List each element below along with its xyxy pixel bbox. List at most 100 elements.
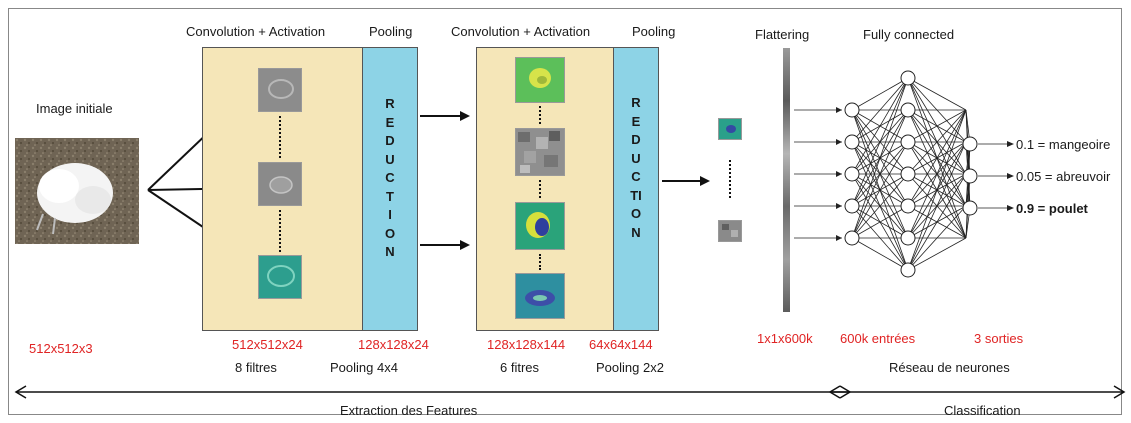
input-title: Image initiale <box>36 101 113 116</box>
stage2-conv-title: Convolution + Activation <box>451 24 591 39</box>
pooled-feature-map <box>718 220 742 242</box>
extraction-section-label: Extraction des Features <box>340 403 478 418</box>
stage2-letter: N <box>631 224 641 240</box>
stage1-letter: U <box>385 151 395 167</box>
stage1-letter: C <box>385 170 395 185</box>
fc-connection <box>851 77 909 111</box>
fc-connection <box>907 109 967 271</box>
input-dims: 512x512x3 <box>29 341 93 356</box>
fc-hidden-neuron <box>900 198 916 214</box>
fc-output-poulet: 0.9 = poulet <box>1016 201 1088 216</box>
fc-connection <box>851 173 909 239</box>
stage2-feature-map <box>515 202 565 250</box>
stage2-conv-dims: 128x128x144 <box>487 337 566 352</box>
stage1-conv-note: 8 filtres <box>235 360 277 375</box>
stage2-conv-note: 6 fitres <box>500 360 540 375</box>
fc-output-arrowhead <box>1007 141 1014 147</box>
fc-hidden-neuron <box>900 166 916 182</box>
fc-connection <box>907 141 967 271</box>
fc-hidden-neuron <box>900 70 916 86</box>
fc-input-arrowhead <box>836 203 842 209</box>
stage1-letter: O <box>384 225 396 241</box>
fc-connection <box>907 205 967 271</box>
fc-connection <box>907 109 967 175</box>
stage2-feature-map <box>515 273 565 319</box>
stage2-dots <box>539 180 541 198</box>
stage2-letter: U <box>631 150 641 166</box>
stage1-reduction-label: R E D U C T I O N <box>363 48 417 262</box>
fc-input-arrowhead <box>836 139 842 145</box>
fc-outputs-label: 3 sorties <box>974 331 1024 346</box>
flatten-vector <box>783 48 790 312</box>
stage1-feature-map <box>258 162 302 206</box>
stage1-conv-dims: 512x512x24 <box>232 337 303 352</box>
stage2-dots <box>539 106 541 124</box>
stage1-pool-box: R E D U C T I O N <box>362 47 418 331</box>
fc-output-arrowhead <box>1007 173 1014 179</box>
stage2-reduction-label: R E D U C TI O N <box>614 48 658 242</box>
fc-input-neuron <box>844 134 860 150</box>
fc-connection <box>851 141 909 239</box>
stage1-letter: T <box>386 188 394 204</box>
fc-input-arrowhead <box>836 107 842 113</box>
stage1-pool-note: Pooling 4x4 <box>330 360 398 375</box>
flatten-title: Flattering <box>755 27 810 42</box>
fc-output-abreuvoir: 0.05 = abreuvoir <box>1016 169 1111 184</box>
fc-output-arrowhead <box>1007 205 1014 211</box>
fc-output-neuron <box>962 168 978 184</box>
stage1-letter: R <box>385 96 395 111</box>
fc-input-neuron <box>844 230 860 246</box>
stage2-feature-map <box>515 128 565 176</box>
fc-connection <box>851 237 909 271</box>
fc-connection <box>851 77 909 175</box>
fc-title: Fully connected <box>863 27 955 42</box>
fc-hidden-neuron <box>900 230 916 246</box>
fc-output-neuron <box>962 200 978 216</box>
stage2-letter: D <box>631 132 641 147</box>
diagram-frame <box>8 8 1122 415</box>
fc-connection <box>851 77 909 239</box>
stage2-letter: TI <box>630 187 642 203</box>
stage2-letter: E <box>631 113 641 129</box>
stage2-feature-map <box>515 57 565 103</box>
fc-connection <box>851 109 909 239</box>
fc-hidden-neuron <box>900 262 916 278</box>
stage1-letter: D <box>385 133 395 148</box>
stage1-feature-map <box>258 255 302 299</box>
stage1-letter: E <box>385 114 395 130</box>
stage2-letter: R <box>631 95 641 110</box>
fc-connection <box>907 173 967 271</box>
stage2-letter: C <box>631 169 641 184</box>
stage2-pool-box: R E D U C TI O N <box>613 47 659 331</box>
fc-connection <box>907 109 967 143</box>
pooled-dots <box>729 160 731 198</box>
fc-connection <box>907 109 967 239</box>
fc-connection <box>907 237 967 271</box>
stage1-pool-dims: 128x128x24 <box>358 337 429 352</box>
fc-connection <box>851 205 909 239</box>
stage1-conv-title: Convolution + Activation <box>186 24 326 39</box>
stage2-letter: O <box>630 206 642 221</box>
input-chicken-image <box>15 138 139 244</box>
stage1-pool-title: Pooling <box>369 24 413 39</box>
fc-output-neuron <box>962 136 978 152</box>
fc-input-arrowhead <box>836 171 842 177</box>
stage2-dots <box>539 254 541 270</box>
stage1-letter: N <box>385 244 395 259</box>
fc-connection <box>907 77 967 111</box>
fc-output-mangeoire: 0.1 = mangeoire <box>1016 137 1111 152</box>
fc-input-arrowhead <box>836 235 842 241</box>
fc-input-neuron <box>844 102 860 118</box>
stage2-pool-note: Pooling 2x2 <box>596 360 664 375</box>
fc-connection <box>851 77 909 207</box>
stage1-dots <box>279 116 281 158</box>
fc-inputs-label: 600k entrées <box>840 331 916 346</box>
classification-section-label: Classification <box>944 403 1021 418</box>
fc-input-neuron <box>844 166 860 182</box>
fc-hidden-neuron <box>900 134 916 150</box>
stage2-pool-dims: 64x64x144 <box>589 337 653 352</box>
stage1-feature-map <box>258 68 302 112</box>
stage1-dots <box>279 210 281 252</box>
fc-connection <box>851 77 909 143</box>
